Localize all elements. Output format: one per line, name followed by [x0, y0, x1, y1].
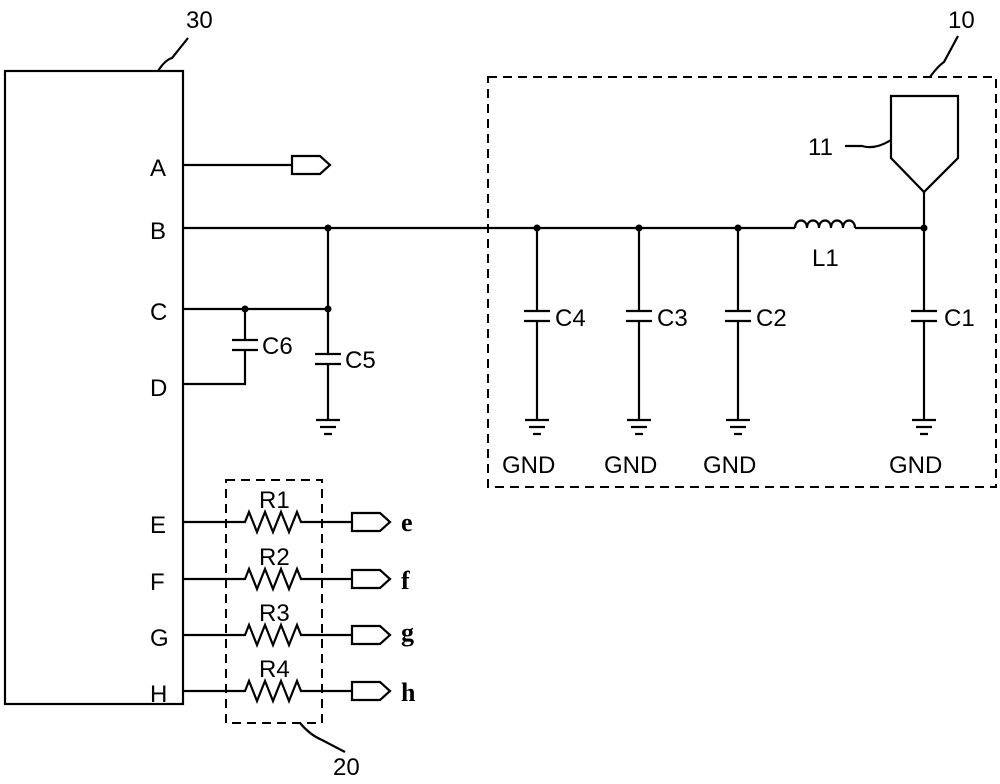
gnd-c3-label: GND: [604, 452, 657, 479]
capacitor-c5: [315, 228, 341, 420]
pin-g-label: G: [150, 625, 169, 652]
c2-label: C2: [756, 305, 787, 332]
filter-block: [487, 76, 997, 488]
c5-label: C5: [345, 347, 376, 374]
pin-a-label: A: [150, 155, 166, 182]
gnd-c2-label: GND: [703, 452, 756, 479]
l1-label: L1: [812, 245, 839, 272]
ic-ref: 30: [186, 7, 213, 34]
capacitor-c6: [183, 309, 258, 386]
pin-a-connector: [290, 154, 332, 176]
capacitor-c3: [626, 228, 652, 420]
c1-label: C1: [944, 305, 975, 332]
pin-e-label: E: [150, 512, 166, 539]
ground-c3-icon: [627, 418, 651, 436]
resistor-r4: [183, 678, 352, 704]
c6-label: C6: [262, 333, 293, 360]
resistor-block-leader: [299, 722, 346, 753]
output-h-connector: [350, 680, 392, 702]
ic-body: [3, 69, 185, 706]
resistor-r1: [183, 509, 352, 535]
resistor-block-ref: 20: [333, 754, 360, 779]
output-h-label: h: [401, 678, 416, 707]
pin-d-label: D: [150, 375, 167, 402]
pin-c-label: C: [150, 299, 167, 326]
r2-label: R2: [259, 544, 290, 571]
pin-h-label: H: [150, 681, 167, 708]
capacitor-c2: [725, 228, 751, 420]
ground-c4-icon: [525, 418, 549, 436]
capacitor-c4: [524, 228, 550, 420]
output-f-label: f: [401, 566, 410, 595]
ic-leader: [157, 37, 189, 72]
antenna-icon: [889, 94, 960, 194]
c4-label: C4: [555, 305, 586, 332]
output-e-label: e: [401, 508, 413, 537]
filter-block-leader: [929, 35, 959, 78]
inductor-l1: [793, 219, 857, 229]
output-g-connector: [350, 624, 392, 646]
antenna-ref: 11: [808, 134, 833, 161]
resistor-r3: [183, 622, 352, 648]
gnd-c1-label: GND: [889, 452, 942, 479]
ground-c1-icon: [912, 418, 936, 436]
output-g-label: g: [401, 618, 414, 647]
c3-label: C3: [657, 305, 688, 332]
pin-b-label: B: [150, 218, 166, 245]
ground-c2-icon: [726, 418, 750, 436]
r4-label: R4: [259, 656, 290, 683]
output-f-connector: [350, 568, 392, 590]
r1-label: R1: [259, 487, 290, 514]
capacitor-c1: [911, 228, 937, 420]
gnd-c4-label: GND: [502, 452, 555, 479]
resistor-block: [225, 479, 323, 724]
ground-c5-icon: [316, 418, 340, 436]
antenna-leader: [845, 139, 892, 149]
pin-f-label: F: [150, 569, 165, 596]
filter-block-ref: 10: [948, 7, 975, 34]
resistor-r2: [183, 566, 352, 592]
r3-label: R3: [259, 600, 290, 627]
output-e-connector: [350, 511, 392, 533]
